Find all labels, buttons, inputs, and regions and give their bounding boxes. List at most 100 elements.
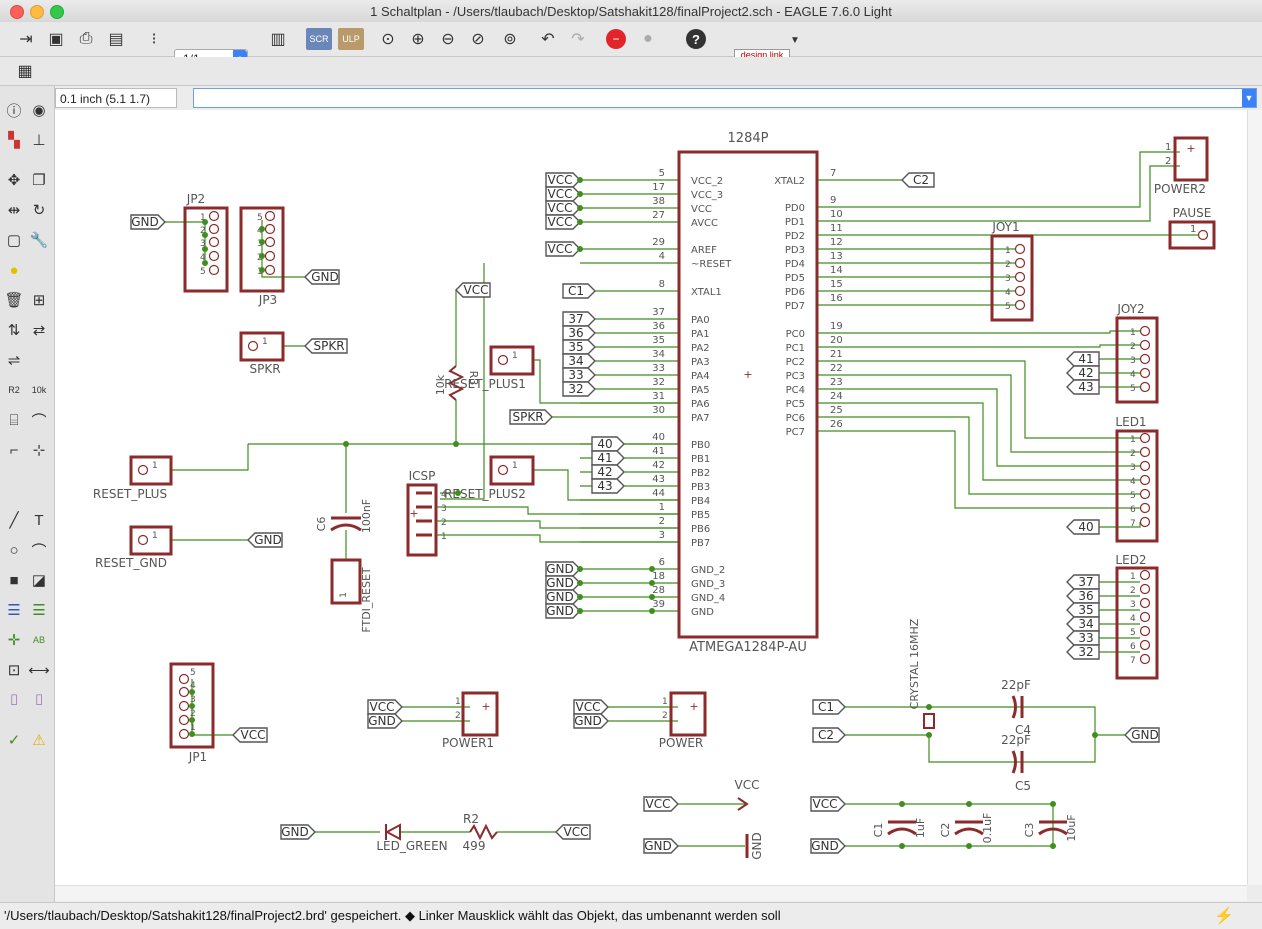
stop-icon[interactable]: − <box>606 29 626 49</box>
junction-dot <box>926 704 932 710</box>
help-icon[interactable]: ? <box>686 29 706 49</box>
copy-icon[interactable]: ❐ <box>32 172 46 189</box>
gateswap-icon[interactable]: ⇄ <box>32 322 46 339</box>
layers-icon[interactable]: ▥ <box>270 31 286 48</box>
run-ulp-icon[interactable]: ULP <box>338 28 364 50</box>
label-icon[interactable]: AB <box>32 635 45 645</box>
net-label <box>545 200 581 216</box>
junction-icon[interactable]: ✛ <box>7 632 21 649</box>
minimize-window-button[interactable] <box>30 5 44 19</box>
go-icon[interactable]: ● <box>643 30 653 47</box>
circle-icon[interactable]: ○ <box>9 541 19 559</box>
polygon-icon[interactable]: ◪ <box>31 572 47 589</box>
warning-icon[interactable]: ⚠ <box>32 732 46 749</box>
pin-number: 3 <box>1130 356 1136 366</box>
zoom-redraw-icon[interactable]: ⊘ <box>471 31 485 48</box>
redo-icon[interactable]: ↷ <box>571 31 585 48</box>
net-wire <box>862 330 1140 334</box>
sheet-icon[interactable]: ⁝ <box>151 31 157 48</box>
rect-icon[interactable]: ■ <box>9 571 19 589</box>
horizontal-scrollbar[interactable] <box>55 885 1247 901</box>
zoom-window-button[interactable] <box>50 5 64 19</box>
junction-dot <box>966 801 972 807</box>
pin-number: 26 <box>830 419 843 430</box>
zoom-select-icon[interactable]: ⊚ <box>503 31 517 48</box>
smash-icon[interactable]: ⌸ <box>9 411 19 429</box>
paste-icon[interactable]: ● <box>9 261 19 279</box>
open-icon[interactable]: ⇥ <box>19 31 33 48</box>
save-icon[interactable]: ▣ <box>48 31 64 48</box>
attribute-icon[interactable]: ⊡ <box>7 662 21 679</box>
pin-name: PA4 <box>691 371 710 382</box>
pin-number: 5 <box>257 213 263 223</box>
miter-icon[interactable]: ⌒ <box>31 412 47 430</box>
reset-plus1-label: RESET_PLUS1 <box>444 377 526 391</box>
junction-dot <box>577 246 583 252</box>
grid-icon[interactable]: ▦ <box>17 63 33 80</box>
rotate-icon[interactable]: ↻ <box>32 202 46 219</box>
net-label <box>901 172 935 188</box>
bus-icon[interactable]: ☰ <box>7 602 21 619</box>
pinswap-icon[interactable]: ⇅ <box>7 322 21 339</box>
vertical-scrollbar[interactable] <box>1247 110 1262 885</box>
erc-icon[interactable]: ⌷ <box>34 691 44 709</box>
dimension-icon[interactable]: ⟷ <box>28 662 50 679</box>
move-icon[interactable]: ✥ <box>7 172 21 189</box>
junction-dot <box>899 801 905 807</box>
chevron-down-icon[interactable]: ▼ <box>790 34 800 46</box>
errors-icon[interactable]: ✓ <box>7 732 21 749</box>
net-wire <box>533 469 680 501</box>
wire-icon[interactable]: ╱ <box>9 512 19 529</box>
command-input[interactable]: ▼ <box>193 88 1257 108</box>
info-icon[interactable]: ⓘ <box>6 102 22 120</box>
delete-icon[interactable]: 🗑 <box>4 292 24 309</box>
net-wire <box>1095 522 1141 528</box>
net-label-text: 33 <box>568 368 583 382</box>
net-label <box>562 381 596 397</box>
zoom-fit-icon[interactable]: ⊙ <box>381 31 395 48</box>
invoke-icon[interactable]: ⊹ <box>32 442 46 459</box>
net-label <box>232 727 268 743</box>
pin-name: PD1 <box>785 217 805 228</box>
cam-icon[interactable]: ▤ <box>108 31 124 48</box>
script-icon[interactable]: SCR <box>306 28 332 50</box>
power-body <box>669 691 707 737</box>
mirror-icon[interactable]: ⇹ <box>7 202 21 219</box>
arc-icon[interactable]: ⌒ <box>31 542 47 560</box>
show-icon[interactable]: ◉ <box>32 102 46 119</box>
mark-icon[interactable]: ⊥ <box>32 132 46 149</box>
split-icon[interactable]: ⌐ <box>9 441 19 459</box>
frame-icon[interactable]: ⌷ <box>9 691 19 709</box>
pin-pad <box>1139 569 1151 581</box>
name-icon[interactable]: R2 <box>8 385 20 395</box>
add-icon[interactable]: ⊞ <box>32 292 46 309</box>
net-label-text: 40 <box>1078 520 1093 534</box>
pin-number: 36 <box>652 321 665 332</box>
pin-number: 3 <box>1005 274 1011 284</box>
net-label <box>367 713 403 729</box>
undo-icon[interactable]: ↶ <box>541 31 555 48</box>
display-icon[interactable]: ▚ <box>8 132 20 149</box>
pin-number: 1 <box>1130 328 1136 338</box>
net-label-text: GND <box>131 215 159 229</box>
change-icon[interactable]: 🔧 <box>29 232 49 249</box>
schematic-drawing[interactable]: 1284PATMEGA1284P-AU+5VCC_217VCC_338VCC27… <box>55 110 1247 885</box>
bolt-icon[interactable]: ⚡ <box>1214 908 1234 925</box>
net-label <box>562 325 596 341</box>
junction-dot <box>649 594 655 600</box>
pin-number: 3 <box>190 695 196 705</box>
zoom-out-icon[interactable]: ⊖ <box>441 31 455 48</box>
close-window-button[interactable] <box>10 5 24 19</box>
pin-pad <box>178 728 190 740</box>
text-icon[interactable]: T <box>34 511 44 529</box>
group-icon[interactable]: ▢ <box>6 232 22 249</box>
zoom-in-icon[interactable]: ⊕ <box>411 31 425 48</box>
print-icon[interactable]: ⎙ <box>79 30 93 47</box>
net-label-text: SPKR <box>512 410 543 424</box>
value-icon[interactable]: 10k <box>31 385 47 395</box>
replace-icon[interactable]: ⇌ <box>7 352 21 369</box>
net-icon[interactable]: ☰ <box>32 602 46 619</box>
pin-number: 14 <box>830 265 843 276</box>
junction-dot <box>577 205 583 211</box>
